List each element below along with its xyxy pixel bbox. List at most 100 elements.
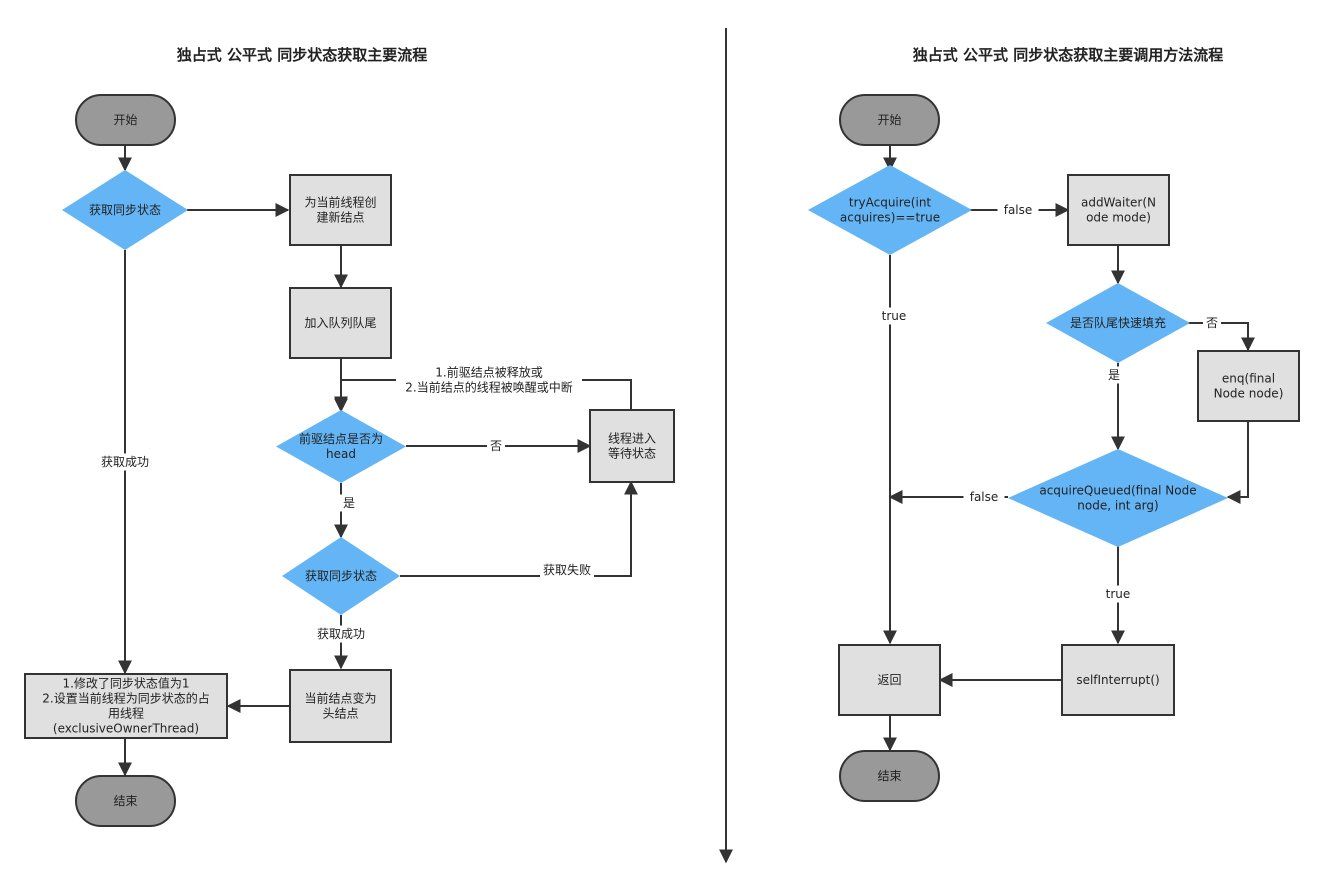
r-try-acquire-decision-line: acquires)==true bbox=[840, 211, 940, 225]
end-node-line: 结束 bbox=[113, 794, 137, 808]
label-pred-no: 否 bbox=[487, 437, 505, 455]
label-r-no-line: 否 bbox=[1206, 316, 1218, 330]
label-wake-reason-line: 1.前驱结点被释放或 bbox=[435, 365, 542, 380]
thread-wait-process-line: 等待状态 bbox=[608, 447, 656, 461]
label-r-true-1-line: true bbox=[882, 309, 907, 323]
r-self-interrupt-process-line: selfInterrupt() bbox=[1076, 673, 1159, 687]
label-r-false-1: false bbox=[997, 201, 1039, 219]
right-diagram-title: 独占式 公平式 同步状态获取主要调用方法流程 bbox=[913, 46, 1223, 64]
enqueue-tail-process: 加入队列队尾 bbox=[289, 287, 392, 359]
label-pred-yes-bg bbox=[340, 494, 358, 512]
label-r-false-1-bg bbox=[997, 201, 1039, 219]
r-try-acquire-decision-shape bbox=[808, 165, 972, 255]
start-node-line: 开始 bbox=[113, 113, 137, 127]
label-acquire-success-bg bbox=[314, 625, 368, 643]
thread-wait-process-line: 线程进入 bbox=[608, 431, 656, 446]
label-pred-yes: 是 bbox=[340, 494, 358, 512]
r-start-node-line: 开始 bbox=[877, 113, 901, 127]
enqueue-tail-process-shape bbox=[289, 287, 392, 359]
end-node-shape bbox=[75, 775, 176, 827]
label-r-no: 否 bbox=[1203, 314, 1221, 332]
start-node-shape bbox=[75, 94, 176, 146]
r-acquire-queued-decision-line: acquireQueued(final Node bbox=[1039, 484, 1196, 498]
acquire-state-decision: 获取同步状态 bbox=[62, 170, 188, 250]
label-r-true-2-bg bbox=[1101, 585, 1135, 603]
r-enq-process-shape bbox=[1197, 350, 1300, 422]
r-return-process: 返回 bbox=[838, 644, 941, 716]
acquire-state-2-decision-shape bbox=[282, 537, 400, 615]
thread-wait-process-shape bbox=[589, 409, 675, 483]
r-tail-fast-fill-decision-shape bbox=[1046, 283, 1190, 363]
acquire-state-2-decision-line: 获取同步状态 bbox=[305, 569, 377, 583]
set-state-process-line: 1.修改了同步状态值为1 bbox=[62, 676, 189, 691]
r-enq-process-line: enq(final bbox=[1222, 372, 1275, 386]
start-node: 开始 bbox=[75, 94, 176, 146]
label-acquire-fail-line: 获取失败 bbox=[543, 562, 591, 577]
label-wake-reason-bg bbox=[396, 364, 582, 396]
r-tail-fast-fill-decision: 是否队尾快速填充 bbox=[1046, 283, 1190, 363]
label-r-false-1-line: false bbox=[1004, 203, 1033, 217]
label-r-false-2: false bbox=[963, 488, 1005, 506]
label-r-true-1-bg bbox=[877, 307, 911, 325]
label-r-yes-bg bbox=[1105, 366, 1123, 384]
become-head-process-shape bbox=[289, 669, 392, 743]
acquire-state-decision-shape bbox=[62, 170, 188, 250]
set-state-process: 1.修改了同步状态值为12.设置当前线程为同步状态的占用线程(exclusive… bbox=[24, 673, 228, 739]
edge-acquire2-fail-to-wait bbox=[400, 480, 638, 577]
label-r-true-2-line: true bbox=[1106, 587, 1131, 601]
r-self-interrupt-process-shape bbox=[1061, 644, 1175, 716]
r-start-node-shape bbox=[839, 94, 940, 146]
r-add-waiter-process-line: ode mode) bbox=[1086, 211, 1151, 225]
end-node: 结束 bbox=[75, 775, 176, 827]
label-acquire-fail: 获取失败 bbox=[540, 561, 594, 579]
label-acquire-success: 获取成功 bbox=[314, 625, 368, 643]
r-end-node: 结束 bbox=[839, 750, 940, 802]
create-node-process-line: 建新结点 bbox=[316, 210, 364, 225]
r-add-waiter-process-line: addWaiter(N bbox=[1081, 196, 1156, 210]
r-start-node: 开始 bbox=[839, 94, 940, 146]
r-self-interrupt-process: selfInterrupt() bbox=[1061, 644, 1175, 716]
enqueue-tail-process-line: 加入队列队尾 bbox=[304, 315, 376, 330]
create-node-process-shape bbox=[289, 174, 392, 246]
set-state-process-line: 用线程 bbox=[108, 706, 144, 721]
label-pred-no-line: 否 bbox=[490, 439, 502, 453]
set-state-process-shape bbox=[24, 673, 228, 739]
r-return-process-line: 返回 bbox=[877, 673, 901, 687]
label-acquire-success-long-line: 获取成功 bbox=[101, 455, 149, 469]
label-r-false-2-line: false bbox=[970, 490, 999, 504]
label-wake-reason-line: 2.当前结点的线程被唤醒或中断 bbox=[405, 380, 572, 395]
r-return-process-shape bbox=[838, 644, 941, 716]
pred-is-head-decision-line: 前驱结点是否为 bbox=[299, 431, 383, 446]
r-end-node-shape bbox=[839, 750, 940, 802]
become-head-process-line: 头结点 bbox=[322, 707, 358, 721]
create-node-process-line: 为当前线程创 bbox=[304, 195, 376, 210]
r-tail-fast-fill-decision-line: 是否队尾快速填充 bbox=[1070, 315, 1166, 330]
r-acquire-queued-decision-shape bbox=[1008, 449, 1228, 547]
label-r-yes-line: 是 bbox=[1108, 368, 1120, 382]
label-acquire-success-line: 获取成功 bbox=[317, 627, 365, 641]
r-end-node-line: 结束 bbox=[877, 769, 901, 783]
r-try-acquire-decision-line: tryAcquire(int bbox=[849, 196, 932, 210]
pred-is-head-decision-line: head bbox=[326, 447, 356, 461]
label-acquire-fail-bg bbox=[540, 561, 594, 579]
label-r-true-2: true bbox=[1101, 585, 1135, 603]
r-enq-process-line: Node node) bbox=[1214, 387, 1284, 401]
left-diagram-title: 独占式 公平式 同步状态获取主要流程 bbox=[177, 46, 427, 64]
label-r-true-1: true bbox=[877, 307, 911, 325]
r-add-waiter-process: addWaiter(Node mode) bbox=[1067, 174, 1170, 246]
label-acquire-success-long: 获取成功 bbox=[98, 453, 152, 471]
label-acquire-success-long-bg bbox=[98, 453, 152, 471]
edge-r-enq-to-queued bbox=[1226, 422, 1249, 504]
label-r-no-bg bbox=[1203, 314, 1221, 332]
label-pred-yes-line: 是 bbox=[343, 496, 355, 510]
label-pred-no-bg bbox=[487, 437, 505, 455]
